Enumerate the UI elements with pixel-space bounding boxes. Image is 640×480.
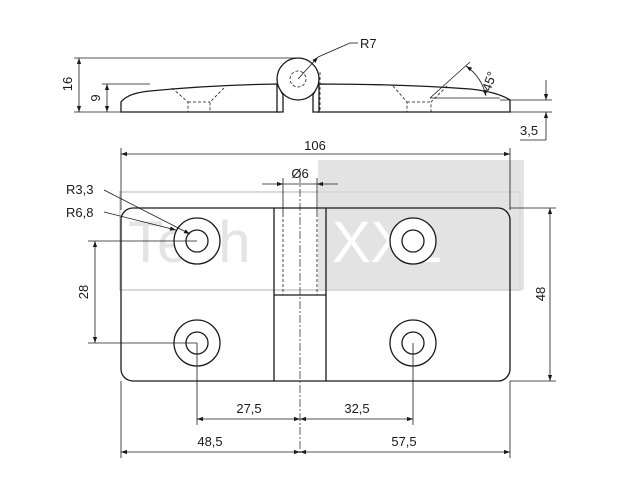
overall-width-label: 106: [304, 138, 326, 153]
top-view-outline: [120, 207, 511, 382]
counterbore-radius-label: R3,3: [66, 182, 93, 197]
left-leaf-width-label: 48,5: [197, 434, 222, 449]
side-view-knuckle-left: [276, 83, 284, 113]
angle-label: 45°: [479, 70, 500, 94]
pin-diameter-label: Ø6: [291, 166, 308, 181]
side-view-pin: [289, 70, 307, 88]
right-hole-offset-label: 32,5: [344, 401, 369, 416]
height-leaf-label: 9: [88, 94, 103, 101]
radius-label: R7: [360, 36, 377, 51]
outer-radius-label: R6,8: [66, 205, 93, 220]
left-hole-offset-label: 27,5: [236, 401, 261, 416]
thickness-label: 3,5: [520, 123, 538, 138]
side-view-knuckle-right: [312, 83, 320, 113]
right-leaf-width-label: 57,5: [391, 434, 416, 449]
side-view-countersink-left: [171, 87, 225, 112]
hole-top-right: [389, 217, 437, 265]
hole-pitch-label: 28: [76, 285, 91, 299]
side-view-countersink-right: [392, 85, 448, 112]
top-view: 106 Ø6 R3,3 R6,8 28 48 27,5 32,5: [66, 138, 556, 458]
side-view-left-leaf: [120, 83, 279, 113]
side-view: R7 45° 16 9 3,5: [60, 36, 552, 141]
overall-height-label: 48: [533, 287, 548, 301]
height-total-label: 16: [60, 77, 75, 91]
